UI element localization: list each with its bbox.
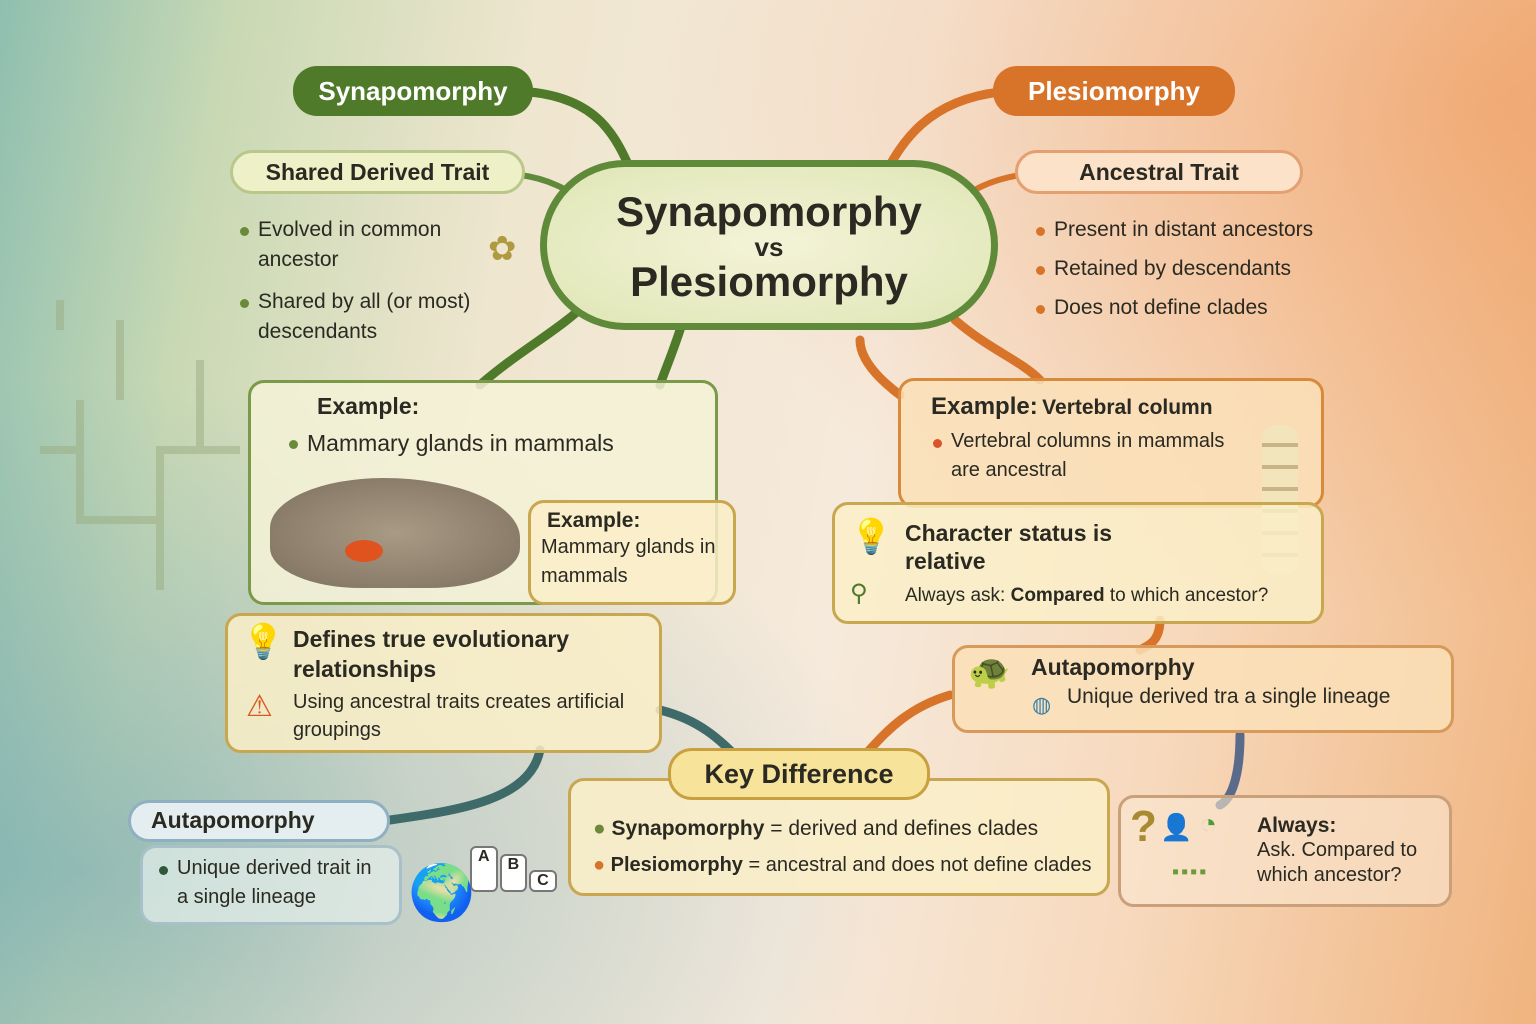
ancestral-trait-label: Ancestral Trait (1015, 150, 1303, 194)
status-heading: Character status is relative (905, 520, 1113, 574)
rat-illustration (270, 478, 520, 588)
example-heading: Example: (317, 393, 420, 419)
term: Synapomorphy (611, 817, 765, 840)
warning-icon: ⚠ (246, 690, 273, 723)
block-c: C (529, 870, 557, 892)
term: Plesiomorphy (610, 854, 743, 876)
bullet: Unique derived trait in a single lineage (157, 854, 385, 912)
always-text: Ask. Compared to which ancestor? (1257, 839, 1418, 886)
abc-blocks-icon: A B C (470, 846, 557, 892)
turtle-shell-icon: 🐢 (968, 653, 1011, 691)
callout-heading: Example: (547, 509, 641, 532)
title-vs: vs (754, 232, 784, 262)
bullet: Unique derived tra a single lineage (1067, 685, 1391, 708)
block-b: B (499, 854, 528, 892)
note-heading: Defines true evolutionary relationships (293, 626, 570, 682)
flower-icon: ✿ (488, 230, 517, 268)
definition: = derived and defines clades (770, 817, 1039, 840)
definition: = ancestral and does not define clades (748, 854, 1092, 876)
phylogeny-tree-icon (40, 300, 240, 590)
plesiomorphy-example-box: Example: Vertebral column Vertebral colu… (898, 378, 1324, 508)
synapomorphy-label: Synapomorphy (293, 66, 533, 116)
bullet: Evolved in common ancestor (238, 215, 478, 275)
lightbulb-icon: 💡 (242, 623, 285, 661)
always-ask-box: Always: Ask. Compared to which ancestor? (1118, 795, 1452, 907)
example-heading: Example: (931, 393, 1038, 420)
example-callout: Example: Mammary glands in mammals (528, 500, 736, 605)
ask-bold: Compared (1010, 585, 1105, 606)
branch-node-icon: ⚲ (850, 580, 868, 607)
bullet: Shared by all (or most) descendants (238, 287, 478, 347)
block-a: A (470, 846, 498, 892)
shared-derived-trait-label: Shared Derived Trait (230, 150, 525, 194)
bullet: Vertebral columns in mammals are ancestr… (931, 427, 1231, 485)
callout-text: Mammary glands in mammals (541, 536, 716, 587)
question-mark-icon: ? (1130, 802, 1157, 851)
synapomorphy-bullets: Evolved in common ancestor Shared by all… (238, 215, 478, 347)
bullet: Present in distant ancestors (1034, 215, 1394, 245)
plesiomorphy-label: Plesiomorphy (993, 66, 1235, 116)
ask-prefix: Always ask: (905, 585, 1006, 606)
clock-icon: ◔ (1200, 808, 1217, 839)
tree-nodes-icon: ▪▪▪▪ (1172, 861, 1209, 883)
mammary-gland-marker (345, 540, 383, 562)
warning-text: Using ancestral traits creates artificia… (293, 691, 625, 741)
key-difference-label: Key Difference (668, 748, 930, 800)
autapomorphy-left-label: Autapomorphy (128, 800, 390, 842)
title-line-1: Synapomorphy (616, 188, 922, 235)
globe-icon: 🌍 (408, 863, 476, 923)
character-status-box: Character status is relative Always ask:… (832, 502, 1324, 624)
person-icon: 👤 (1160, 812, 1193, 842)
label: Autapomorphy (1031, 654, 1195, 680)
plesiomorphy-bullets: Present in distant ancestors Retained by… (1034, 215, 1394, 323)
defines-relationships-box: Defines true evolutionary relationships … (225, 613, 662, 753)
key-row-synapomorphy: ● Synapomorphy = derived and defines cla… (593, 817, 1039, 840)
bullet: Retained by descendants (1034, 254, 1394, 284)
title-line-2: Plesiomorphy (630, 258, 908, 305)
autapomorphy-right-box: Autapomorphy Unique derived tra a single… (952, 645, 1454, 733)
lightbulb-icon: 💡 (850, 518, 893, 556)
globe-small-icon: ◍ (1032, 692, 1052, 717)
label: Autapomorphy (151, 807, 315, 833)
central-title: Synapomorphy vs Plesiomorphy (540, 160, 998, 330)
always-heading: Always: (1257, 814, 1337, 837)
autapomorphy-left-box: Unique derived trait in a single lineage (140, 845, 402, 925)
bullet: Mammary glands in mammals (287, 428, 699, 458)
bullet: Does not define clades (1034, 293, 1394, 323)
key-row-plesiomorphy: ● Plesiomorphy = ancestral and does not … (593, 854, 1092, 876)
example-subject: Vertebral column (1042, 396, 1213, 419)
ask-rest: to which ancestor? (1109, 585, 1269, 606)
